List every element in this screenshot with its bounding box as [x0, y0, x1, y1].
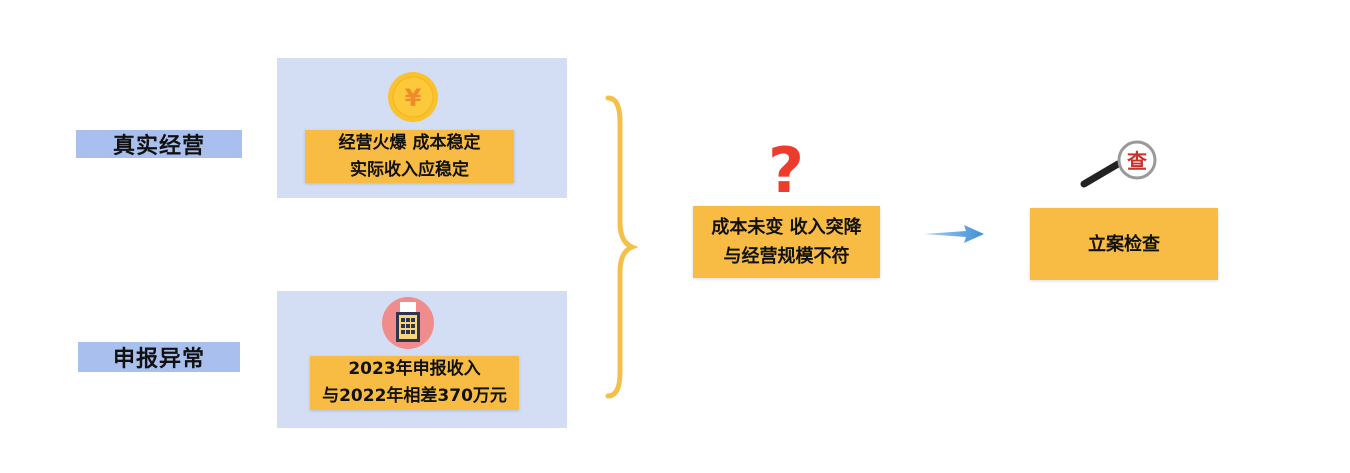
calculator-icon [382, 297, 434, 349]
curly-brace-icon [605, 95, 639, 399]
arrow-right-icon [924, 225, 984, 243]
top-line2: 实际收入应稳定 [350, 159, 469, 180]
svg-text:?: ? [768, 138, 804, 196]
middle-line1: 成本未变 收入突降 [711, 217, 862, 238]
bottom-info-box: 2023年申报收入 与2022年相差370万元 [310, 356, 519, 410]
result-box: 立案检查 [1030, 208, 1218, 280]
top-info-box: 经营火爆 成本稳定 实际收入应稳定 [305, 130, 514, 183]
bottom-line2: 与2022年相差370万元 [322, 386, 507, 406]
conclusion-box: 成本未变 收入突降 与经营规模不符 [693, 206, 880, 278]
middle-line2: 与经营规模不符 [723, 246, 850, 267]
label-declared-abnormal: 申报异常 [78, 342, 240, 372]
svg-text:¥: ¥ [405, 84, 422, 112]
magnifier-icon: 查 [1080, 140, 1157, 188]
top-line1: 经营火爆 成本稳定 [338, 132, 481, 153]
question-mark-icon: ? [768, 138, 804, 196]
result-label: 立案检查 [1088, 233, 1160, 255]
yuan-coin-icon: ¥ [388, 72, 438, 122]
label-real-operation: 真实经营 [76, 130, 242, 159]
magnifier-text: 查 [1127, 149, 1147, 173]
bottom-line1: 2023年申报收入 [348, 359, 481, 379]
